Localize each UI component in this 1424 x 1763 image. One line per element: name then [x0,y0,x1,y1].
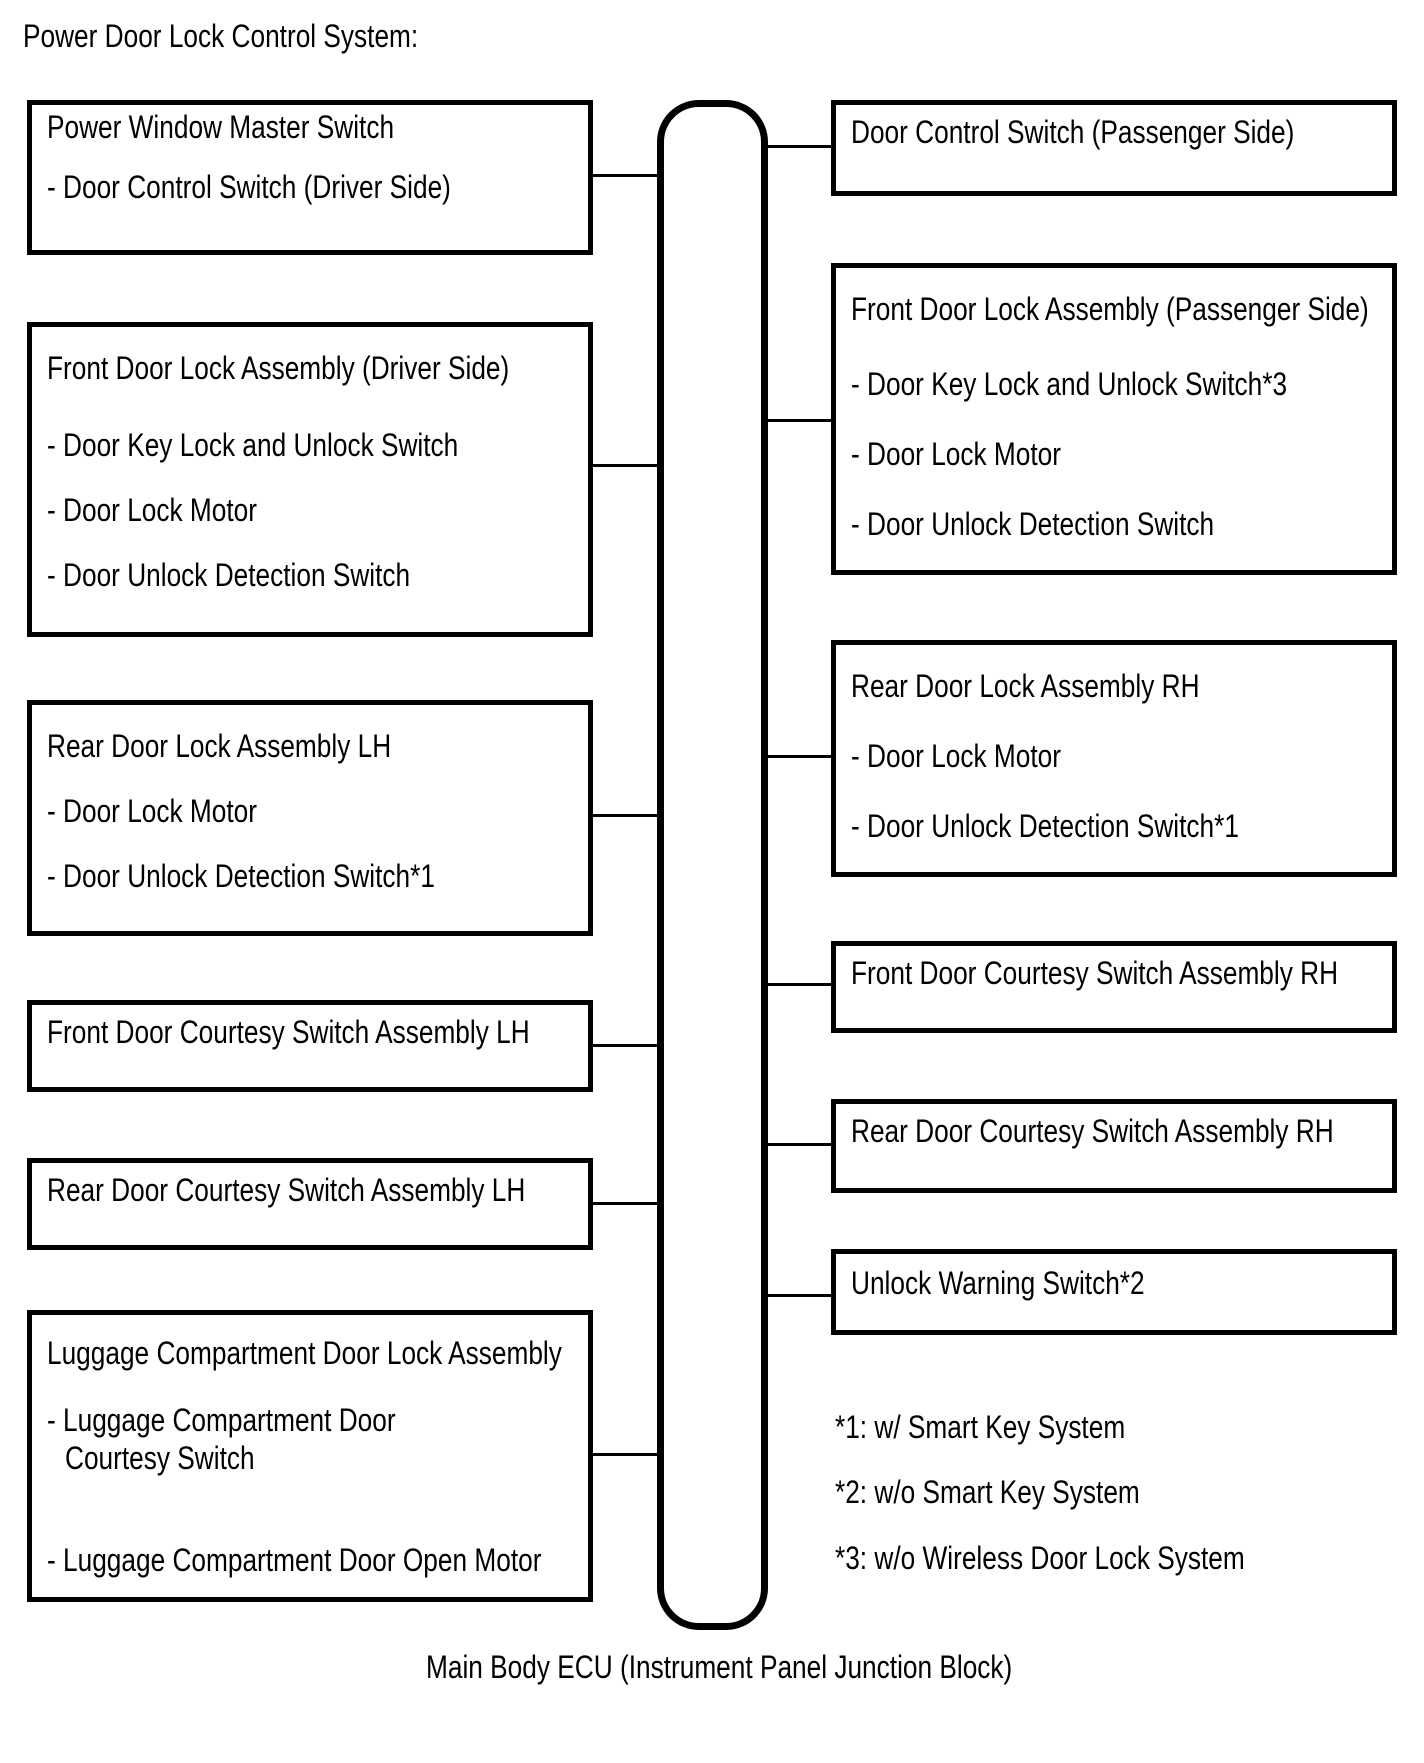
node-title: Rear Door Courtesy Switch Assembly RH [851,1113,1334,1149]
node-line: - Door Key Lock and Unlock Switch [47,427,459,463]
node-luggage-compartment-door-lock-assembly: Luggage Compartment Door Lock Assembly -… [27,1310,593,1602]
node-power-window-master-switch: Power Window Master Switch - Door Contro… [27,100,593,255]
connector-rear-door-lock-assembly-rh [768,755,831,758]
connector-front-door-lock-assembly-passenger [768,419,831,422]
footnote-2: *2: w/o Smart Key System [835,1474,1140,1510]
connector-front-door-courtesy-switch-rh [768,983,831,986]
node-rear-door-courtesy-switch-lh: Rear Door Courtesy Switch Assembly LH [27,1158,593,1250]
node-line: - Door Lock Motor [851,436,1061,472]
connector-front-door-lock-assembly-driver [593,464,657,467]
connector-rear-door-courtesy-switch-lh [593,1202,657,1205]
node-front-door-courtesy-switch-lh: Front Door Courtesy Switch Assembly LH [27,1000,593,1092]
connector-front-door-courtesy-switch-lh [593,1044,657,1047]
connector-rear-door-lock-assembly-lh [593,814,657,817]
node-title: Luggage Compartment Door Lock Assembly [47,1335,562,1371]
node-unlock-warning-switch: Unlock Warning Switch*2 [831,1249,1397,1335]
node-line: - Door Unlock Detection Switch [851,506,1215,542]
node-line: - Door Lock Motor [47,793,257,829]
main-body-ecu-label: Main Body ECU (Instrument Panel Junction… [426,1649,1013,1685]
node-title: Front Door Lock Assembly (Passenger Side… [851,291,1369,327]
node-rear-door-courtesy-switch-rh: Rear Door Courtesy Switch Assembly RH [831,1099,1397,1193]
node-line: Courtesy Switch [65,1440,255,1476]
node-title: Rear Door Courtesy Switch Assembly LH [47,1172,526,1208]
node-title: Unlock Warning Switch*2 [851,1265,1145,1301]
node-line: - Door Unlock Detection Switch [47,557,411,593]
connector-luggage-compartment-door-lock [593,1453,657,1456]
node-line: - Door Key Lock and Unlock Switch*3 [851,366,1288,402]
connector-door-control-switch-passenger [768,145,831,148]
node-front-door-lock-assembly-driver: Front Door Lock Assembly (Driver Side) -… [27,322,593,637]
footnote-3: *3: w/o Wireless Door Lock System [835,1540,1245,1576]
footnote-1: *1: w/ Smart Key System [835,1409,1126,1445]
node-line: - Door Control Switch (Driver Side) [47,169,451,205]
node-title: Door Control Switch (Passenger Side) [851,114,1295,150]
node-title: Rear Door Lock Assembly LH [47,728,392,764]
main-body-ecu-trunk [657,100,768,1630]
page-title: Power Door Lock Control System: [23,18,419,54]
node-title: Power Window Master Switch [47,109,395,145]
node-line: - Door Lock Motor [47,492,257,528]
node-rear-door-lock-assembly-lh: Rear Door Lock Assembly LH - Door Lock M… [27,700,593,936]
node-rear-door-lock-assembly-rh: Rear Door Lock Assembly RH - Door Lock M… [831,640,1397,877]
node-title: Front Door Courtesy Switch Assembly RH [851,955,1339,991]
node-door-control-switch-passenger: Door Control Switch (Passenger Side) [831,100,1397,196]
node-front-door-courtesy-switch-rh: Front Door Courtesy Switch Assembly RH [831,941,1397,1033]
connector-rear-door-courtesy-switch-rh [768,1143,831,1146]
connector-unlock-warning-switch [768,1294,831,1297]
node-line: - Luggage Compartment Door Open Motor [47,1542,542,1578]
node-title: Front Door Lock Assembly (Driver Side) [47,350,510,386]
node-line: - Door Unlock Detection Switch*1 [47,858,435,894]
node-front-door-lock-assembly-passenger: Front Door Lock Assembly (Passenger Side… [831,263,1397,575]
node-line: - Door Unlock Detection Switch*1 [851,808,1239,844]
node-title: Rear Door Lock Assembly RH [851,668,1200,704]
node-line: - Luggage Compartment Door [47,1402,396,1438]
connector-power-window-master-switch [593,174,657,177]
node-line: - Door Lock Motor [851,738,1061,774]
node-title: Front Door Courtesy Switch Assembly LH [47,1014,530,1050]
